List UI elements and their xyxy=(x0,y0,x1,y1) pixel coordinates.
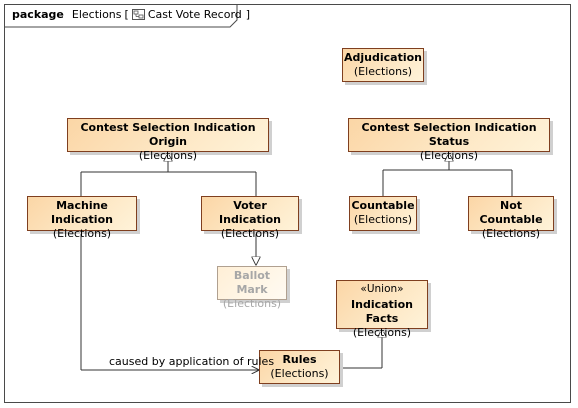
class-machine-indication[interactable]: Machine Indication (Elections) xyxy=(27,196,137,240)
class-stereotype: «Union» xyxy=(360,283,404,295)
class-adjudication[interactable]: Adjudication (Elections) xyxy=(342,48,424,82)
frame-keyword: package xyxy=(12,8,64,21)
class-contest-selection-indication-origin[interactable]: Contest Selection Indication Origin (Ele… xyxy=(67,118,269,162)
class-name: Contest Selection Indication Status xyxy=(361,121,537,148)
class-package: (Elections) xyxy=(353,65,413,78)
class-name: Not Countable xyxy=(479,199,543,226)
frame-package-name: Elections xyxy=(71,8,122,21)
class-package: (Elections) xyxy=(353,213,413,226)
class-name: Rules xyxy=(282,353,317,366)
frame-title: package Elections [ Cast Vote Record ] xyxy=(12,8,250,21)
class-package: (Elections) xyxy=(220,227,280,240)
generalization-origin xyxy=(80,153,257,196)
class-name: Contest Selection Indication Origin xyxy=(80,121,256,148)
frame-bracket-open: [ xyxy=(124,8,129,21)
class-package: (Elections) xyxy=(419,149,479,162)
class-package: (Elections) xyxy=(481,227,541,240)
class-package: (Elections) xyxy=(52,227,112,240)
frame-border xyxy=(4,4,571,403)
class-package: (Elections) xyxy=(222,297,282,310)
class-rules[interactable]: Rules (Elections) xyxy=(259,350,340,384)
generalization-rules-facts xyxy=(340,329,382,369)
generalization-status xyxy=(382,153,513,196)
class-voter-indication[interactable]: Voter Indication (Elections) xyxy=(201,196,299,240)
class-contest-selection-indication-status[interactable]: Contest Selection Indication Status (Ele… xyxy=(348,118,550,162)
class-not-countable[interactable]: Not Countable (Elections) xyxy=(468,196,554,240)
association-label: caused by application of rules xyxy=(109,355,275,368)
class-package: (Elections) xyxy=(270,367,329,380)
class-package: (Elections) xyxy=(138,149,198,162)
class-name: Voter Indication xyxy=(219,199,281,226)
association-machine-rules xyxy=(80,231,259,370)
frame-bracket-close: ] xyxy=(245,8,251,21)
class-indication-facts[interactable]: «Union» Indication Facts (Elections) xyxy=(336,280,428,339)
class-name: Adjudication xyxy=(344,51,422,64)
frame-diagram-name: Cast Vote Record xyxy=(147,8,242,21)
class-countable[interactable]: Countable (Elections) xyxy=(349,196,417,231)
class-name: Ballot Mark xyxy=(233,269,271,296)
class-name: Countable xyxy=(351,199,415,212)
class-name: Indication Facts xyxy=(351,298,413,325)
class-name: Machine Indication xyxy=(51,199,113,226)
diagram-icon xyxy=(131,9,145,20)
class-ballot-mark[interactable]: Ballot Mark (Elections) xyxy=(217,266,287,310)
class-package: (Elections) xyxy=(352,326,412,339)
